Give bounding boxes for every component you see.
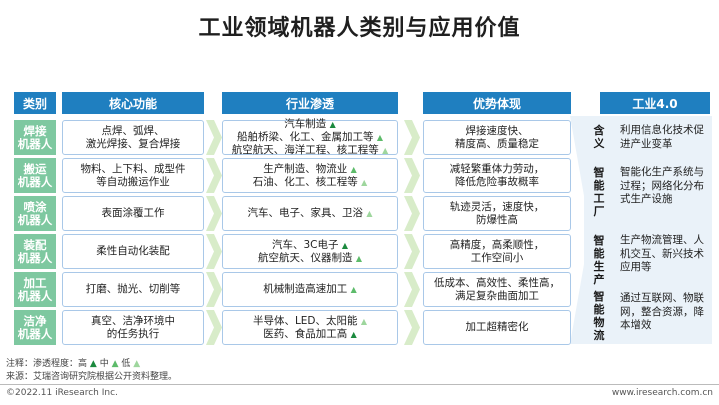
penetration-level-icon: ▲ [350,329,357,339]
footer-website: www.iresearch.com.cn [611,388,713,398]
source-note: 来源：艾瑞咨询研究院根据公开资料整理。 [6,372,178,382]
industry40-text-factory: 智能化生产系统与过程；网络化分布式生产设施 [620,166,704,205]
header-category: 类别 [14,92,56,114]
footer-copyright: ©2022.11 iResearch Inc. [6,388,118,398]
header-industry40: 工业4.0 [600,92,710,114]
industry-line: 航空航天、仪器制造 ▲ [258,251,362,264]
industry-line: 医药、食品加工高 ▲ [263,327,357,340]
penetration-level-icon: ▲ [350,164,357,174]
industry-line: 汽车、电子、家具、卫浴 ▲ [247,207,373,219]
core-function-box: 物料、上下料、成型件等自动搬运作业 [62,158,204,193]
industry-line: 船舶桥梁、化工、金属加工等 ▲ [237,131,383,143]
industry-box: 生产制造、物流业 ▲石油、化工、核工程等 ▲ [222,158,398,193]
industry-line: 生产制造、物流业 ▲ [263,162,357,175]
penetration-level-icon: ▲ [329,120,336,129]
chevron-right-icon [206,310,222,345]
penetration-level-icon: ▲ [360,316,368,326]
industry-box: 汽车制造 ▲船舶桥梁、化工、金属加工等 ▲航空航天、海洋工程、核工程等 ▲ [222,118,398,156]
core-function-box: 表面涂覆工作 [62,196,204,231]
advantage-box: 减轻繁重体力劳动，降低危险事故概率 [423,158,571,193]
industry-box: 汽车、3C电子 ▲航空航天、仪器制造 ▲ [222,234,398,269]
penetration-level-icon: ▲ [366,209,373,218]
penetration-level-icon: ▲ [382,146,389,155]
industry40-label-factory: 智能工厂 [593,166,605,218]
industry-box: 汽车、电子、家具、卫浴 ▲ [222,196,398,231]
industry40-text-logistics: 通过互联网、物联网，整合资源，降本增效 [620,292,704,331]
industry40-label-production: 智能生产 [593,234,605,286]
advantage-box: 加工超精密化 [423,310,571,345]
core-function-box: 真空、洁净环境中的任务执行 [62,310,204,345]
advantage-box: 焊接速度快、精度高、质量稳定 [423,120,571,155]
chevron-right-icon [404,310,420,345]
penetration-level-icon: ▲ [355,253,362,263]
footer-divider [0,384,719,385]
chevron-right-icon [404,196,420,231]
industry-line: 机械制造高速加工 ▲ [263,283,357,295]
category-label: 搬运机器人 [14,158,56,193]
industry-line: 半导体、LED、太阳能 ▲ [252,314,368,327]
penetration-level-icon: ▲ [341,240,348,250]
advantage-box: 低成本、高效性、柔性高，满足复杂曲面加工 [423,272,571,307]
industry-line: 石油、化工、核工程等 ▲ [252,175,368,188]
core-function-box: 打磨、抛光、切削等 [62,272,204,307]
advantage-box: 高精度，高柔顺性，工作空间小 [423,234,571,269]
penetration-level-icon: ▲ [361,177,368,187]
legend-low-icon: ▲ [133,359,141,369]
industry40-label-logistics: 智能物流 [593,290,605,342]
chevron-right-icon [206,120,222,155]
chevron-right-icon [206,272,222,307]
legend-mid: 中 [99,359,109,369]
industry40-panel [584,116,712,344]
industry40-arrow-shape [570,116,600,344]
chevron-right-icon [206,158,222,193]
category-label: 焊接机器人 [14,120,56,155]
chevron-right-icon [206,234,222,269]
legend-low: 低 [121,359,131,369]
chevron-right-icon [404,234,420,269]
industry-box: 半导体、LED、太阳能 ▲医药、食品加工高 ▲ [222,310,398,345]
category-label: 加工机器人 [14,272,56,307]
industry-line: 汽车、3C电子 ▲ [271,238,348,251]
penetration-level-icon: ▲ [350,285,357,294]
header-core: 核心功能 [62,92,204,114]
category-label: 洁净机器人 [14,310,56,345]
chevron-right-icon [404,120,420,155]
legend-high-icon: ▲ [89,359,97,369]
page-title: 工业领域机器人类别与应用价值 [198,16,521,41]
category-label: 装配机器人 [14,234,56,269]
industry40-label-meaning: 含义 [593,124,605,150]
penetration-level-icon: ▲ [376,133,383,142]
core-function-box: 柔性自动化装配 [62,234,204,269]
industry-line: 汽车制造 ▲ [284,118,336,130]
legend-mid-icon: ▲ [111,359,119,369]
legend-prefix: 注释：渗透程度：高 [6,359,88,369]
advantage-box: 轨迹灵活，速度快，防爆性高 [423,196,571,231]
chevron-right-icon [404,272,420,307]
header-advantage: 优势体现 [423,92,571,114]
industry40-text-meaning: 利用信息化技术促进产业变革 [620,124,704,150]
header-industry: 行业渗透 [222,92,398,114]
category-label: 喷涂机器人 [14,196,56,231]
chevron-right-icon [404,158,420,193]
legend-note: 注释：渗透程度：高 ▲ 中 ▲ 低 ▲ [6,356,140,369]
industry-box: 机械制造高速加工 ▲ [222,272,398,307]
industry-line: 航空航天、海洋工程、核工程等 ▲ [231,144,389,156]
chevron-right-icon [206,196,222,231]
core-function-box: 点焊、弧焊、激光焊接、复合焊接 [62,120,204,155]
industry40-text-production: 生产物流管理、人机交互、新兴技术应用等 [620,234,704,273]
